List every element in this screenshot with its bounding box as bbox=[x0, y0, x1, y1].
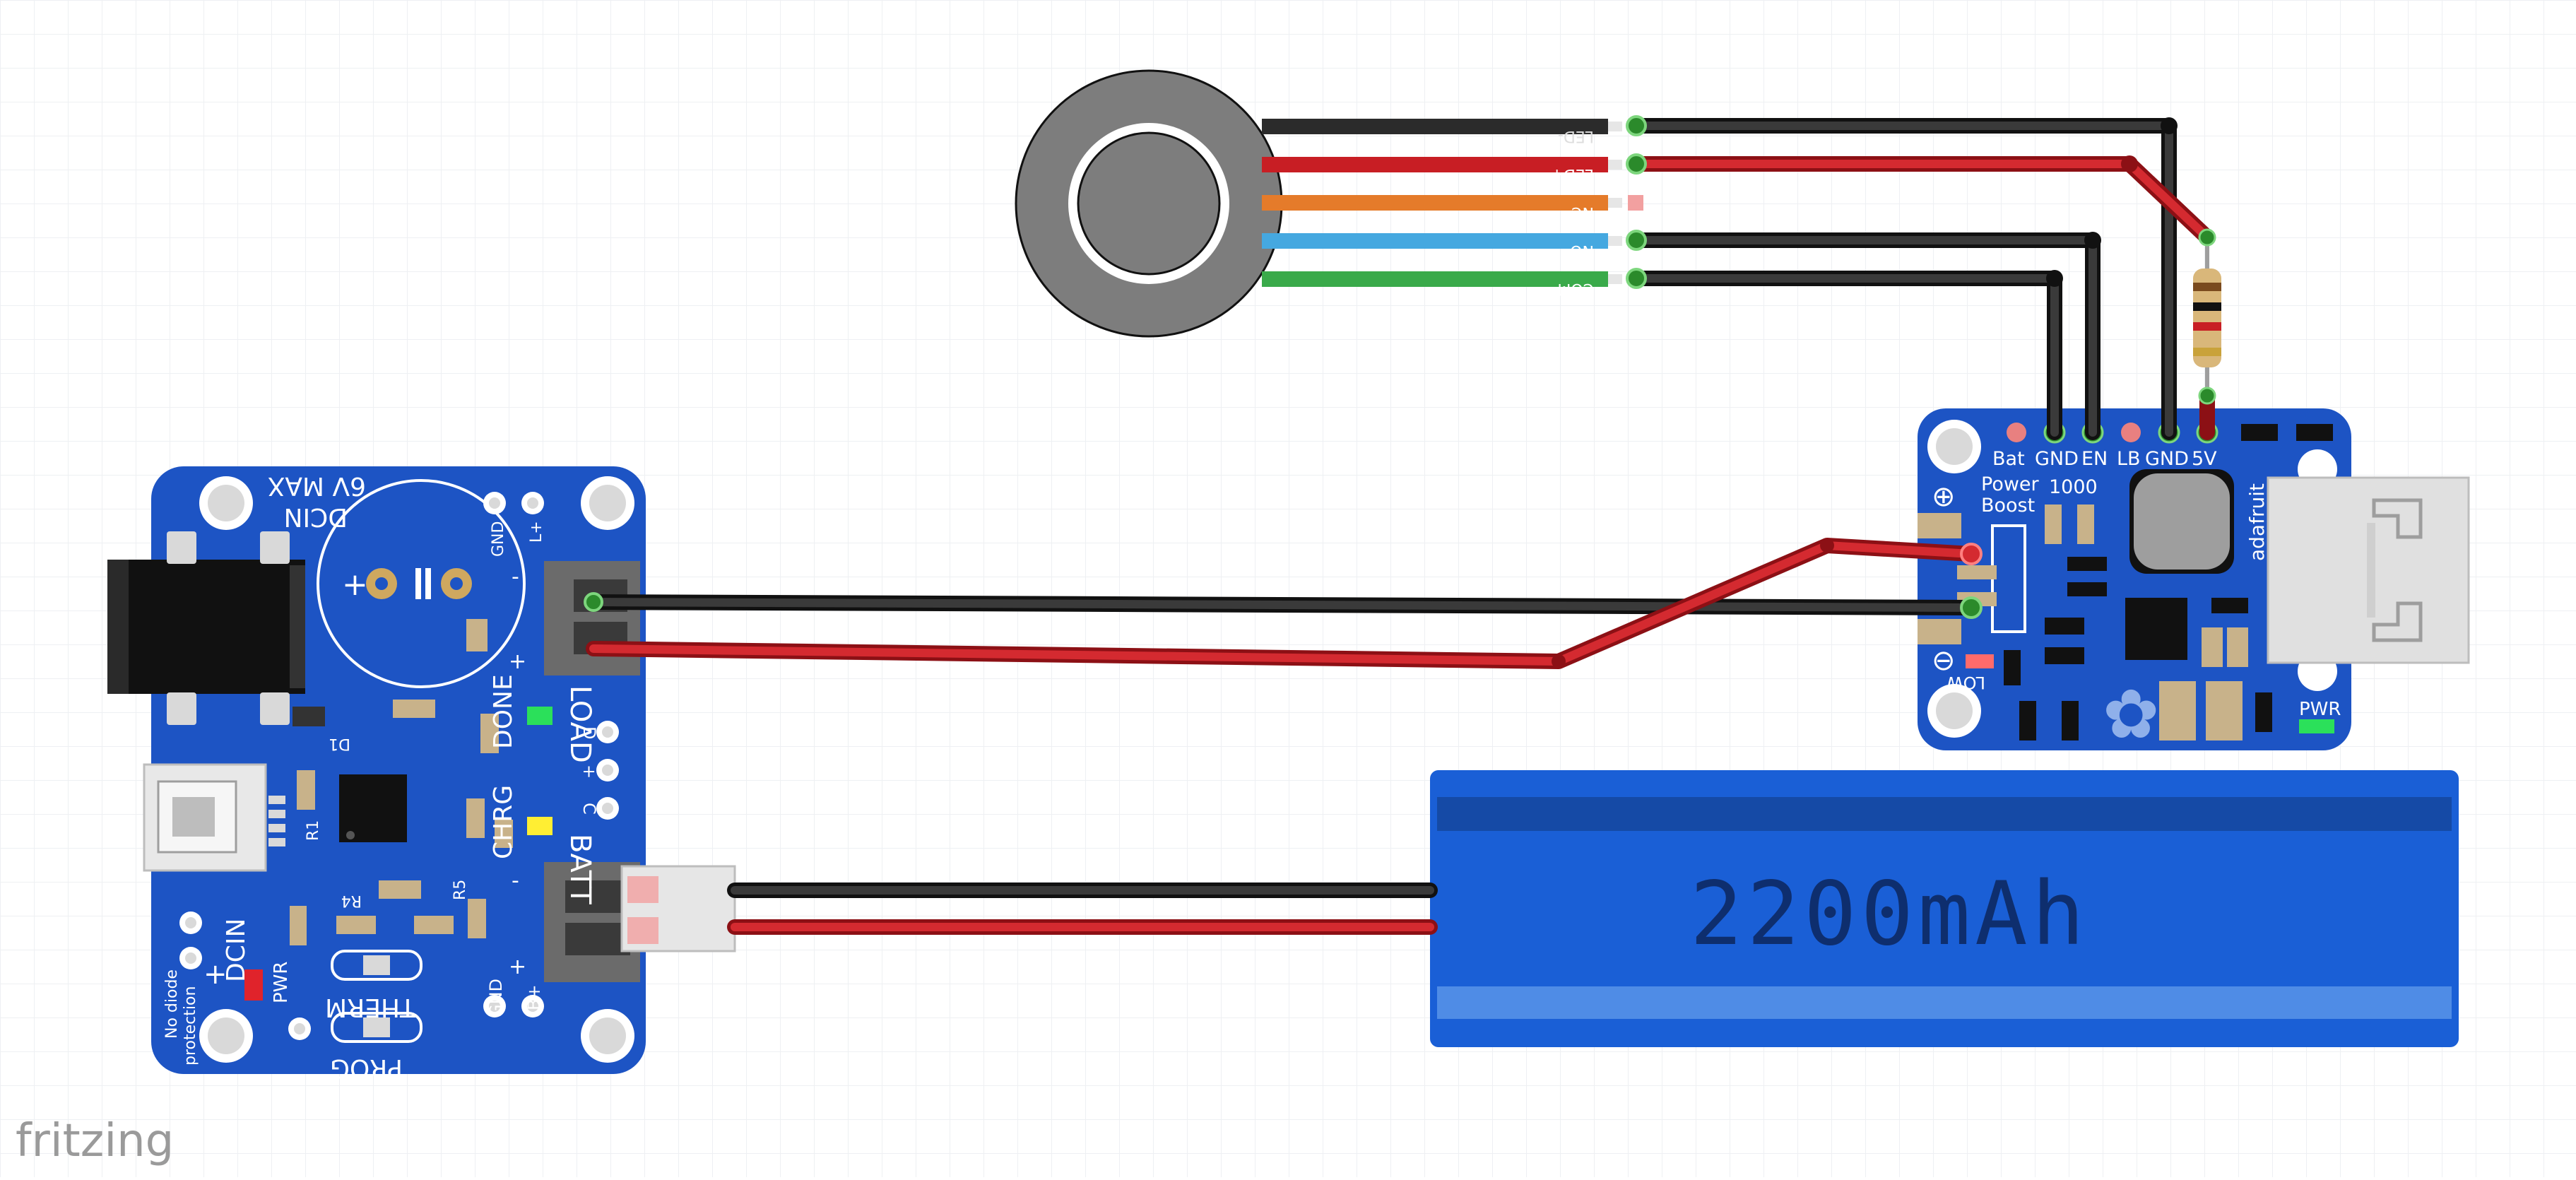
load-plus-label: + bbox=[509, 649, 526, 674]
gnd-top-label: GND bbox=[490, 521, 507, 557]
powerboost-1000-board[interactable]: Bat GND EN LB GND 5V Power Boost 1000 ad… bbox=[1918, 408, 2470, 754]
powerboost-low-label: LOW bbox=[1946, 673, 1985, 692]
wire-endpoints bbox=[584, 115, 2216, 668]
pin-label-lb: LB bbox=[2117, 448, 2141, 470]
chrg-led-icon bbox=[527, 817, 553, 835]
low-battery-led-icon bbox=[1966, 654, 1994, 668]
dc-barrel-jack bbox=[107, 560, 305, 694]
powerboost-brand: adafruit bbox=[2245, 483, 2269, 561]
pin-label-5v: 5V bbox=[2192, 448, 2217, 470]
powerboost-smd-components bbox=[1957, 505, 2272, 741]
powerboost-pwr-label: PWR bbox=[2299, 699, 2341, 720]
dcin-label: DCIN bbox=[284, 502, 348, 531]
lead-nc bbox=[1262, 195, 1608, 211]
pin-label-bat: Bat bbox=[1992, 448, 2025, 470]
mounting-hole-icon bbox=[199, 476, 634, 1063]
therm-prog-jumpers bbox=[331, 950, 423, 1043]
battery-bottom-stripe bbox=[1437, 986, 2452, 1019]
batt-minus-label: - bbox=[512, 868, 519, 893]
battery-body bbox=[1430, 770, 2459, 1047]
svg-text:+: + bbox=[342, 567, 368, 603]
done-led-icon bbox=[527, 707, 553, 725]
battery-top-stripe bbox=[1437, 797, 2452, 831]
lead-com bbox=[1262, 271, 1608, 287]
lead-led-minus bbox=[1262, 119, 1608, 134]
wire-load-gnd-core bbox=[589, 598, 1975, 612]
no-diode-label: No diode bbox=[163, 969, 181, 1039]
lead-label-com: COM bbox=[1557, 280, 1594, 297]
pin-label-gnd2: GND bbox=[2145, 448, 2189, 470]
pin-c-label: C bbox=[579, 803, 599, 815]
max-voltage-label: 6V MAX bbox=[268, 471, 366, 500]
wire-load-positive-core bbox=[589, 541, 1975, 666]
powerboost-title2: Boost bbox=[1981, 495, 2035, 517]
pin-label-gnd: GND bbox=[2035, 448, 2079, 470]
batt-plus-label: + bbox=[509, 955, 526, 979]
inductor bbox=[2129, 469, 2234, 574]
button-leads bbox=[1262, 119, 1622, 287]
minus-terminal-icon: ⊖ bbox=[1932, 644, 1956, 677]
pwr-label: PWR bbox=[271, 962, 292, 1003]
button-cap bbox=[1077, 131, 1221, 276]
done-label: DONE bbox=[489, 674, 518, 749]
charger-ic-chip bbox=[339, 774, 407, 842]
smd-components bbox=[290, 619, 513, 945]
r1-label: R1 bbox=[305, 820, 322, 841]
wires[interactable] bbox=[586, 118, 2215, 935]
mini-usb-port bbox=[143, 763, 285, 872]
protection-label: protection bbox=[182, 986, 199, 1066]
bplus-label: B+ bbox=[524, 984, 544, 1010]
battery-input-pads bbox=[1918, 513, 2026, 644]
dcin-plus-label: + bbox=[203, 958, 228, 991]
batt-label: BATT bbox=[564, 834, 596, 904]
lead-no bbox=[1262, 233, 1608, 249]
pin-label-en: EN bbox=[2081, 448, 2108, 470]
r5-label: R5 bbox=[451, 880, 469, 900]
jst-connector-load bbox=[544, 561, 640, 675]
lead-label-no: NO bbox=[1570, 242, 1594, 259]
lipo-charger-board[interactable]: + bbox=[107, 466, 646, 1082]
battery-jst-plug bbox=[620, 865, 736, 952]
d1-label: D1 bbox=[329, 735, 350, 753]
lead-label-nc: NC bbox=[1571, 203, 1594, 221]
boost-ic-chip bbox=[2125, 598, 2187, 660]
pwr-led-icon bbox=[2299, 719, 2334, 733]
chrg-label: CHRG bbox=[489, 785, 518, 859]
usb-a-port bbox=[2267, 476, 2470, 664]
pin-d-label: D bbox=[579, 726, 599, 739]
lead-label-led-minus: LED- bbox=[1558, 127, 1594, 145]
plus-terminal-icon: ⊕ bbox=[1932, 480, 1956, 513]
solder-pads bbox=[167, 531, 290, 725]
powerboost-title1: Power bbox=[1981, 473, 2040, 495]
pin-plus-label: + bbox=[579, 765, 599, 779]
lplus-label: L+ bbox=[528, 521, 545, 543]
fritzing-logo: fritzing bbox=[16, 1115, 174, 1167]
resistor[interactable] bbox=[2193, 237, 2221, 396]
pwr-led-icon bbox=[244, 969, 263, 1001]
adafruit-star-logo-icon: ✿ bbox=[2103, 675, 2159, 754]
therm-label: THERM bbox=[325, 993, 416, 1022]
led-momentary-button[interactable] bbox=[1015, 69, 1283, 338]
lead-led-plus bbox=[1262, 157, 1608, 172]
gnd-bottom-label: GND bbox=[486, 979, 506, 1017]
load-label: LOAD bbox=[564, 685, 596, 763]
battery-capacity-label: 2200mAh bbox=[1690, 863, 2089, 965]
lead-label-led-plus: LED+ bbox=[1550, 165, 1594, 183]
r4-label: R4 bbox=[341, 892, 362, 909]
lipo-battery[interactable]: 2200mAh bbox=[1430, 770, 2459, 1047]
dcin2-label: DCIN bbox=[222, 919, 251, 982]
powerboost-model: 1000 bbox=[2049, 476, 2098, 498]
load-minus-label: - bbox=[512, 565, 519, 589]
prog-label: PROG bbox=[330, 1054, 403, 1082]
header-pads bbox=[179, 492, 619, 1040]
